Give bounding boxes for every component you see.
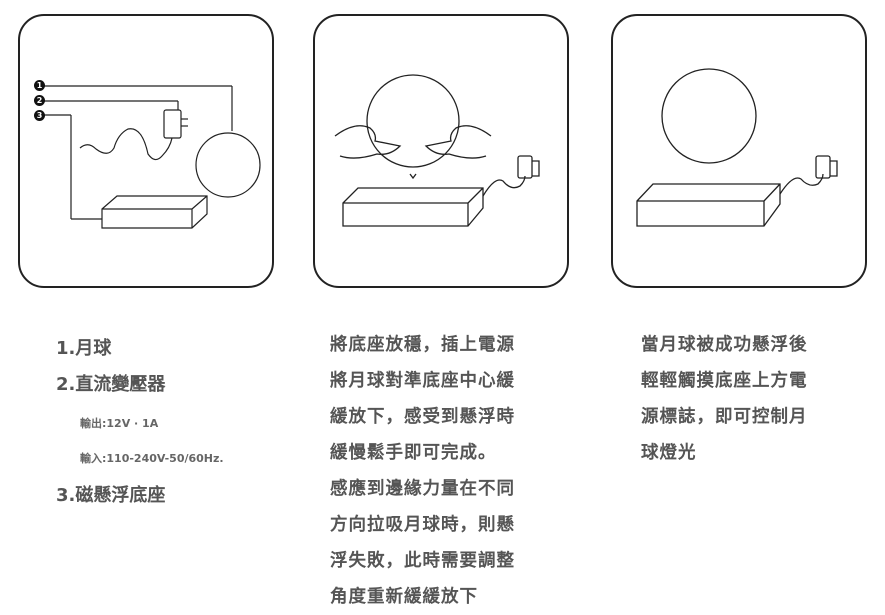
placement-panel <box>313 14 569 288</box>
components-panel: 1 2 3 <box>18 14 274 288</box>
left-hand-shape <box>334 125 402 159</box>
instruction-line: 方向拉吸月球時，則懸 <box>330 515 515 535</box>
instruction-line: 球燈光 <box>641 443 697 463</box>
instruction-line: 感應到邊緣力量在不同 <box>330 479 515 499</box>
instruction-line: 浮失敗，此時需要調整 <box>330 551 515 571</box>
instruction-line: 輕輕觸摸底座上方電 <box>641 371 808 391</box>
moon-globe-shape <box>366 74 460 168</box>
moon-globe-shape <box>195 132 261 198</box>
legend-item-moon: 1.月球 <box>56 338 112 359</box>
base-shape <box>101 195 208 229</box>
touch-control-panel <box>611 14 867 288</box>
instruction-line: 將底座放穩，插上電源 <box>330 335 515 355</box>
right-hand-shape <box>424 125 492 159</box>
moon-globe-shape <box>661 68 757 164</box>
adapter-shape <box>815 155 831 179</box>
instruction-line: 角度重新緩緩放下 <box>330 587 478 607</box>
legend-item-adapter: 2.直流變壓器 <box>56 374 166 395</box>
marker-2: 2 <box>34 95 45 106</box>
base-shape <box>342 187 484 227</box>
touch-control-instructions: 當月球被成功懸浮後 輕輕觸摸底座上方電 源標誌，即可控制月 球燈光 <box>641 327 808 471</box>
marker-3: 3 <box>34 110 45 121</box>
instruction-line: 緩慢鬆手即可完成。 <box>330 443 497 463</box>
instruction-line: 源標誌，即可控制月 <box>641 407 808 427</box>
base-shape <box>636 183 781 227</box>
instruction-line: 緩放下，感受到懸浮時 <box>330 407 515 427</box>
placement-instructions: 將底座放穩，插上電源 將月球對準底座中心緩 緩放下，感受到懸浮時 緩慢鬆手即可完… <box>330 327 515 615</box>
legend-item-base: 3.磁懸浮底座 <box>56 485 166 506</box>
marker-1: 1 <box>34 80 45 91</box>
adapter-input-spec: 輸入:110-240V-50/60Hz. <box>80 452 224 465</box>
touch-control-illustration <box>636 68 838 227</box>
adapter-shape <box>163 109 182 139</box>
adapter-output-spec: 輸出:12V · 1A <box>80 417 159 430</box>
components-illustration <box>40 85 261 229</box>
instruction-line: 當月球被成功懸浮後 <box>641 335 808 355</box>
placement-illustration <box>334 74 540 227</box>
adapter-shape <box>517 155 533 179</box>
instruction-line: 將月球對準底座中心緩 <box>330 371 515 391</box>
